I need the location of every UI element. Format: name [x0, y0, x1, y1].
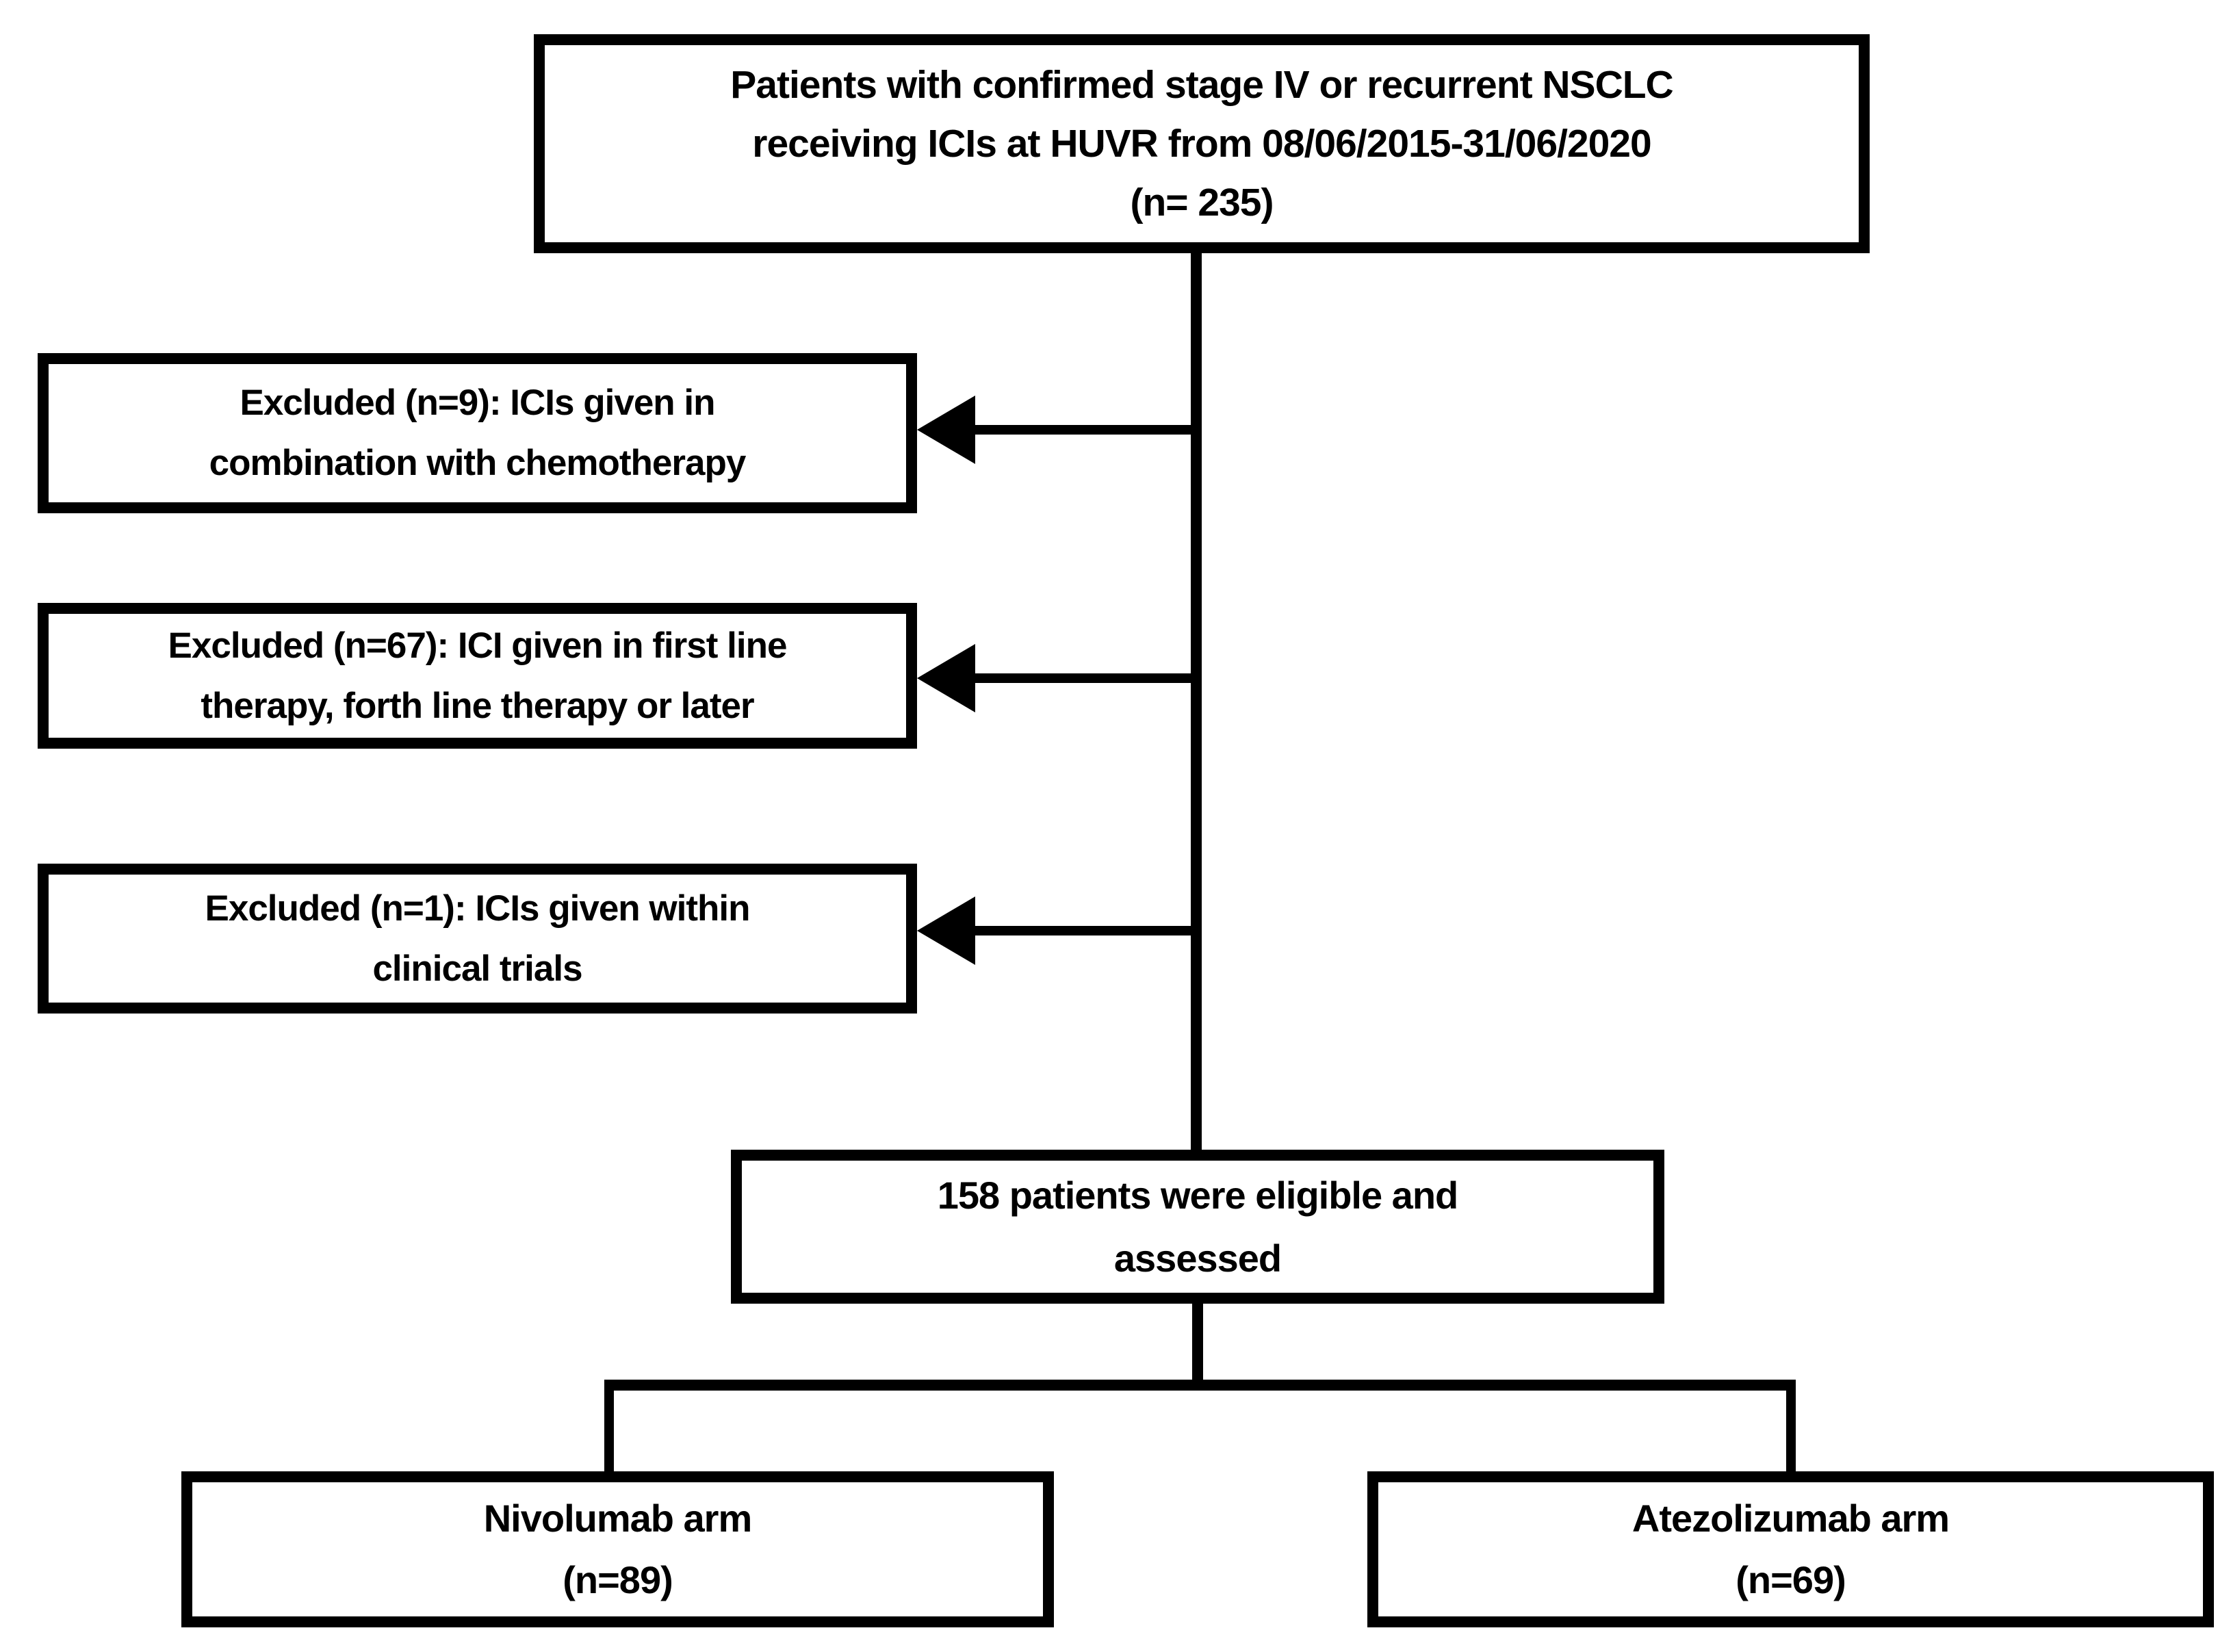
box-line: Nivolumab arm	[483, 1497, 753, 1540]
box-line: 158 patients were eligible and	[937, 1173, 1459, 1217]
arrowhead-left-icon	[917, 644, 975, 712]
connector-exclusion-arrow-line-1	[968, 425, 1194, 435]
arrowhead-left-icon	[917, 896, 975, 965]
box-line: Patients with confirmed stage IV or recu…	[730, 63, 1673, 107]
connector-split-horizontal-line	[604, 1380, 1796, 1391]
connector-atezolizumab-drop-line	[1786, 1391, 1796, 1471]
nivolumab-arm-box: Nivolumab arm (n=89)	[181, 1471, 1054, 1627]
box-line: (n=89)	[563, 1558, 673, 1601]
box-line: combination with chemotherapy	[209, 443, 747, 483]
box-line: Atezolizumab arm	[1632, 1497, 1950, 1540]
eligible-patients-box: 158 patients were eligible and assessed	[731, 1150, 1664, 1304]
excluded-clinical-trials-box: Excluded (n=1): ICIs given within clinic…	[38, 864, 917, 1014]
box-line: clinical trials	[372, 948, 582, 989]
box-line: (n=69)	[1736, 1558, 1846, 1601]
connector-eligible-to-split-line	[1192, 1304, 1203, 1380]
box-line: Excluded (n=9): ICIs given in	[240, 383, 715, 423]
connector-exclusion-arrow-line-3	[968, 926, 1194, 935]
connector-nivolumab-drop-line	[604, 1391, 614, 1471]
connector-exclusion-arrow-line-2	[968, 673, 1194, 683]
box-line: Excluded (n=1): ICIs given within	[205, 888, 751, 929]
excluded-chemo-combination-box: Excluded (n=9): ICIs given in combinatio…	[38, 353, 917, 513]
atezolizumab-arm-box: Atezolizumab arm (n=69)	[1367, 1471, 2214, 1627]
excluded-treatment-line-box: Excluded (n=67): ICI given in first line…	[38, 603, 917, 749]
box-line: (n= 235)	[1130, 181, 1274, 224]
source-population-box: Patients with confirmed stage IV or recu…	[534, 34, 1870, 253]
box-line: receiving ICIs at HUVR from 08/06/2015-3…	[752, 122, 1651, 166]
connector-main-vertical-line	[1191, 253, 1202, 1150]
box-line: Excluded (n=67): ICI given in first line	[168, 625, 788, 666]
arrowhead-left-icon	[917, 396, 975, 464]
box-line: assessed	[1113, 1236, 1282, 1280]
box-line: therapy, forth line therapy or later	[201, 685, 754, 726]
